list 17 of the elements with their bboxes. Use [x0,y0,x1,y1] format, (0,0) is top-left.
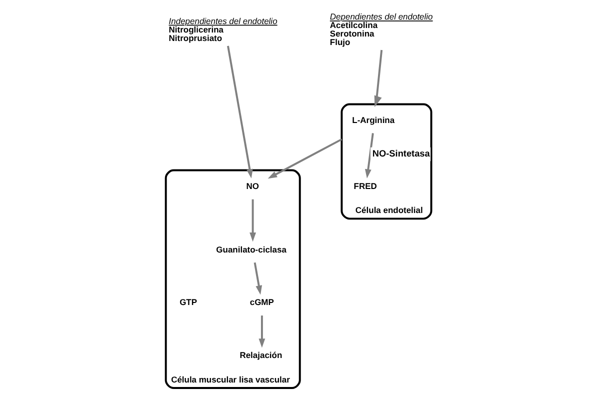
node-text: Relajación [240,350,282,360]
node-text: GTP [180,297,198,308]
node-text: cGMP [250,297,274,308]
node-text: NO [246,180,259,191]
arrow [254,262,262,295]
node-text: Guanilato-ciclasa [216,244,286,254]
arrow [258,316,266,348]
arrow [227,46,253,178]
node-text: Dependientes del endotelio Acetilcolina Serotonina Flujo [330,12,433,48]
edge-label: NO-Sintetasa [372,148,430,158]
node-text: FRED [354,180,377,191]
node-text: L-Arginina [352,114,395,125]
arrow [268,138,342,179]
node-text: Independientes del endotelio Nitroglicerina Nitroprusiato [168,16,278,43]
arrow [364,133,374,178]
arrow [374,50,383,108]
arrow [250,199,256,242]
